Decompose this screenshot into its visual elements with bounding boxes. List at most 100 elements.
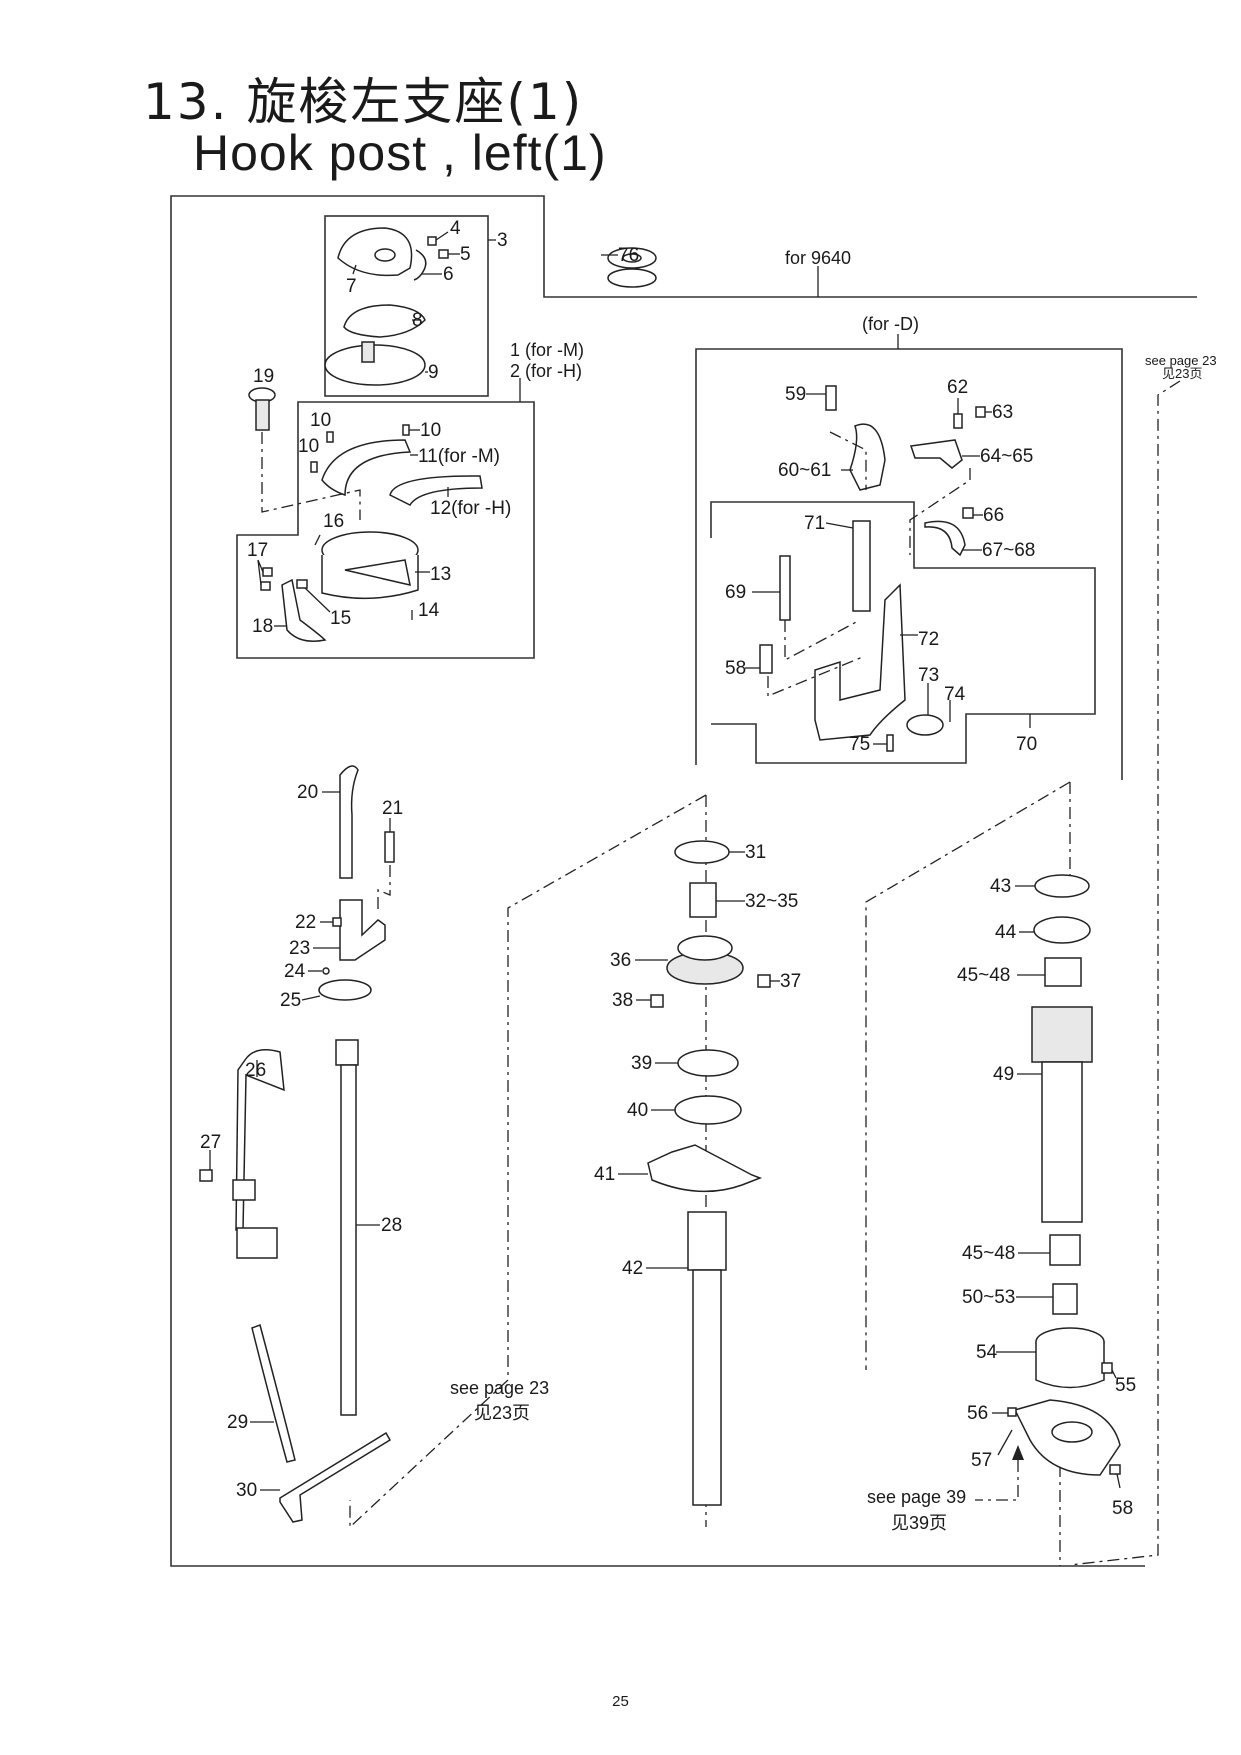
screw-part-58a xyxy=(759,644,773,674)
washer-part-40 xyxy=(674,1095,742,1125)
part-label-13: 13 xyxy=(430,564,451,585)
note-for-9640: for 9640 xyxy=(785,248,851,268)
bracket-plate-part-26 xyxy=(232,1179,256,1201)
gear-bracket-group-frame xyxy=(710,501,1096,764)
part-label-41: 41 xyxy=(594,1164,615,1185)
part-label-10a: 10 xyxy=(310,410,331,431)
part-label-45-48a: 45~48 xyxy=(957,965,1010,986)
page-number: 25 xyxy=(612,1693,629,1710)
part-label-8: 8 xyxy=(412,310,423,331)
section-title-english: Hook post , left(1) xyxy=(193,125,607,181)
part-label-49: 49 xyxy=(993,1064,1014,1085)
thrust-bearing-part-31 xyxy=(674,840,730,864)
part-label-26: 26 xyxy=(245,1060,266,1081)
part-label-9: 9 xyxy=(428,362,439,383)
screw-part-17b xyxy=(260,581,271,591)
part-label-69: 69 xyxy=(725,582,746,603)
part-label-55: 55 xyxy=(1115,1375,1136,1396)
part-label-59: 59 xyxy=(785,384,806,405)
part-label-62: 62 xyxy=(947,377,968,398)
part-label-38: 38 xyxy=(612,990,633,1011)
arrow-up-icon xyxy=(1012,1445,1024,1460)
bushing-part-49 xyxy=(1031,1006,1093,1223)
part-label-58a: 58 xyxy=(725,658,746,679)
part-label-72: 72 xyxy=(918,629,939,650)
part-label-20: 20 xyxy=(297,782,318,803)
screw-part-27 xyxy=(199,1169,213,1182)
wick-holder-part-30 xyxy=(279,1431,392,1523)
hook-guard-part-18 xyxy=(281,578,327,642)
screw-part-21 xyxy=(384,831,395,863)
screw-part-4 xyxy=(427,236,437,246)
oil-block-part-26 xyxy=(236,1227,278,1259)
section-title-chinese: 13. 旋梭左支座(1) xyxy=(143,62,583,134)
note-for-M: 1 (for -M) xyxy=(510,340,584,360)
part-label-24: 24 xyxy=(284,961,306,982)
part-label-44: 44 xyxy=(995,922,1017,943)
part-label-43: 43 xyxy=(990,876,1011,897)
gear-part-36 xyxy=(666,935,744,985)
part-label-36: 36 xyxy=(610,950,631,971)
part-label-40: 40 xyxy=(627,1100,648,1121)
screw-part-59 xyxy=(825,385,837,411)
washer-part-44 xyxy=(1033,916,1091,944)
bobbin-case-holder-part-9 xyxy=(324,341,426,386)
screw-part-62 xyxy=(953,413,963,429)
part-labels: 4 5 6 7 3 8 9 76 19 10 10 10 11(for -M) … xyxy=(200,218,1136,1519)
note-for-H: 2 (for -H) xyxy=(510,361,582,381)
pin-part-75 xyxy=(886,734,894,752)
part-label-4: 4 xyxy=(450,218,461,239)
part-label-14: 14 xyxy=(418,600,440,621)
note-see-page-23-top: see page 23 xyxy=(1145,353,1217,368)
screw-part-22 xyxy=(332,917,342,927)
part-label-42: 42 xyxy=(622,1258,643,1279)
part-label-27: 27 xyxy=(200,1132,221,1153)
part-label-60-61: 60~61 xyxy=(778,460,831,481)
part-label-23: 23 xyxy=(289,938,310,959)
note-see-page-23-bottom: see page 23 xyxy=(450,1378,549,1398)
collar-part-73 xyxy=(906,714,944,736)
screw-part-10c xyxy=(310,461,318,473)
part-label-11: 11(for -M) xyxy=(418,446,500,467)
shaft-part-28 xyxy=(335,1039,359,1416)
part-label-7: 7 xyxy=(346,276,357,297)
part-label-16: 16 xyxy=(323,511,344,532)
screw-part-10b xyxy=(402,424,410,436)
part-label-37: 37 xyxy=(780,971,801,992)
screw-part-58b xyxy=(1109,1464,1121,1475)
part-label-10b: 10 xyxy=(420,420,441,441)
note-see-page-23-top-cn: 见23页 xyxy=(1162,366,1202,381)
part-label-76: 76 xyxy=(618,245,639,266)
bobbin-part-76 xyxy=(607,247,657,288)
part-label-22: 22 xyxy=(295,912,316,933)
part-label-15: 15 xyxy=(330,608,351,629)
bobbin-plate-part-8 xyxy=(343,304,426,338)
shaft-part-71 xyxy=(852,520,871,612)
tension-spring-part-6 xyxy=(413,249,427,281)
part-label-73: 73 xyxy=(918,665,939,686)
bushing-part-54 xyxy=(1035,1327,1105,1389)
screw-part-69 xyxy=(779,555,791,621)
see-page-23-leader-right xyxy=(1069,380,1181,1566)
screw-part-19 xyxy=(248,387,276,431)
part-label-21: 21 xyxy=(382,798,403,819)
clamp-part-57 xyxy=(1013,1399,1121,1476)
bracket-part-60-61 xyxy=(849,423,886,491)
hook-shaft-part-20 xyxy=(339,765,359,879)
part-label-30: 30 xyxy=(236,1480,257,1501)
disc-part-25 xyxy=(318,979,372,1001)
needle-bearing-part-45-48a xyxy=(1044,957,1082,987)
needle-bearing-part-50-53 xyxy=(1052,1283,1078,1315)
hook-shaft-part-42 xyxy=(687,1211,727,1506)
bobbin-case-part-7 xyxy=(337,227,413,277)
arm-part-67-68 xyxy=(924,520,966,557)
needle-bearing-part-45-48b xyxy=(1049,1234,1081,1266)
section-title-cn-text: 旋梭左支座(1) xyxy=(246,73,584,131)
spring-part-15 xyxy=(296,579,308,589)
note-for-D: (for -D) xyxy=(862,314,919,334)
part-label-74: 74 xyxy=(944,684,966,705)
part-label-19: 19 xyxy=(253,366,274,387)
hook-assembly-group-frame xyxy=(236,401,535,659)
screw-part-66 xyxy=(962,507,974,519)
set-screw-part-38 xyxy=(650,994,664,1008)
